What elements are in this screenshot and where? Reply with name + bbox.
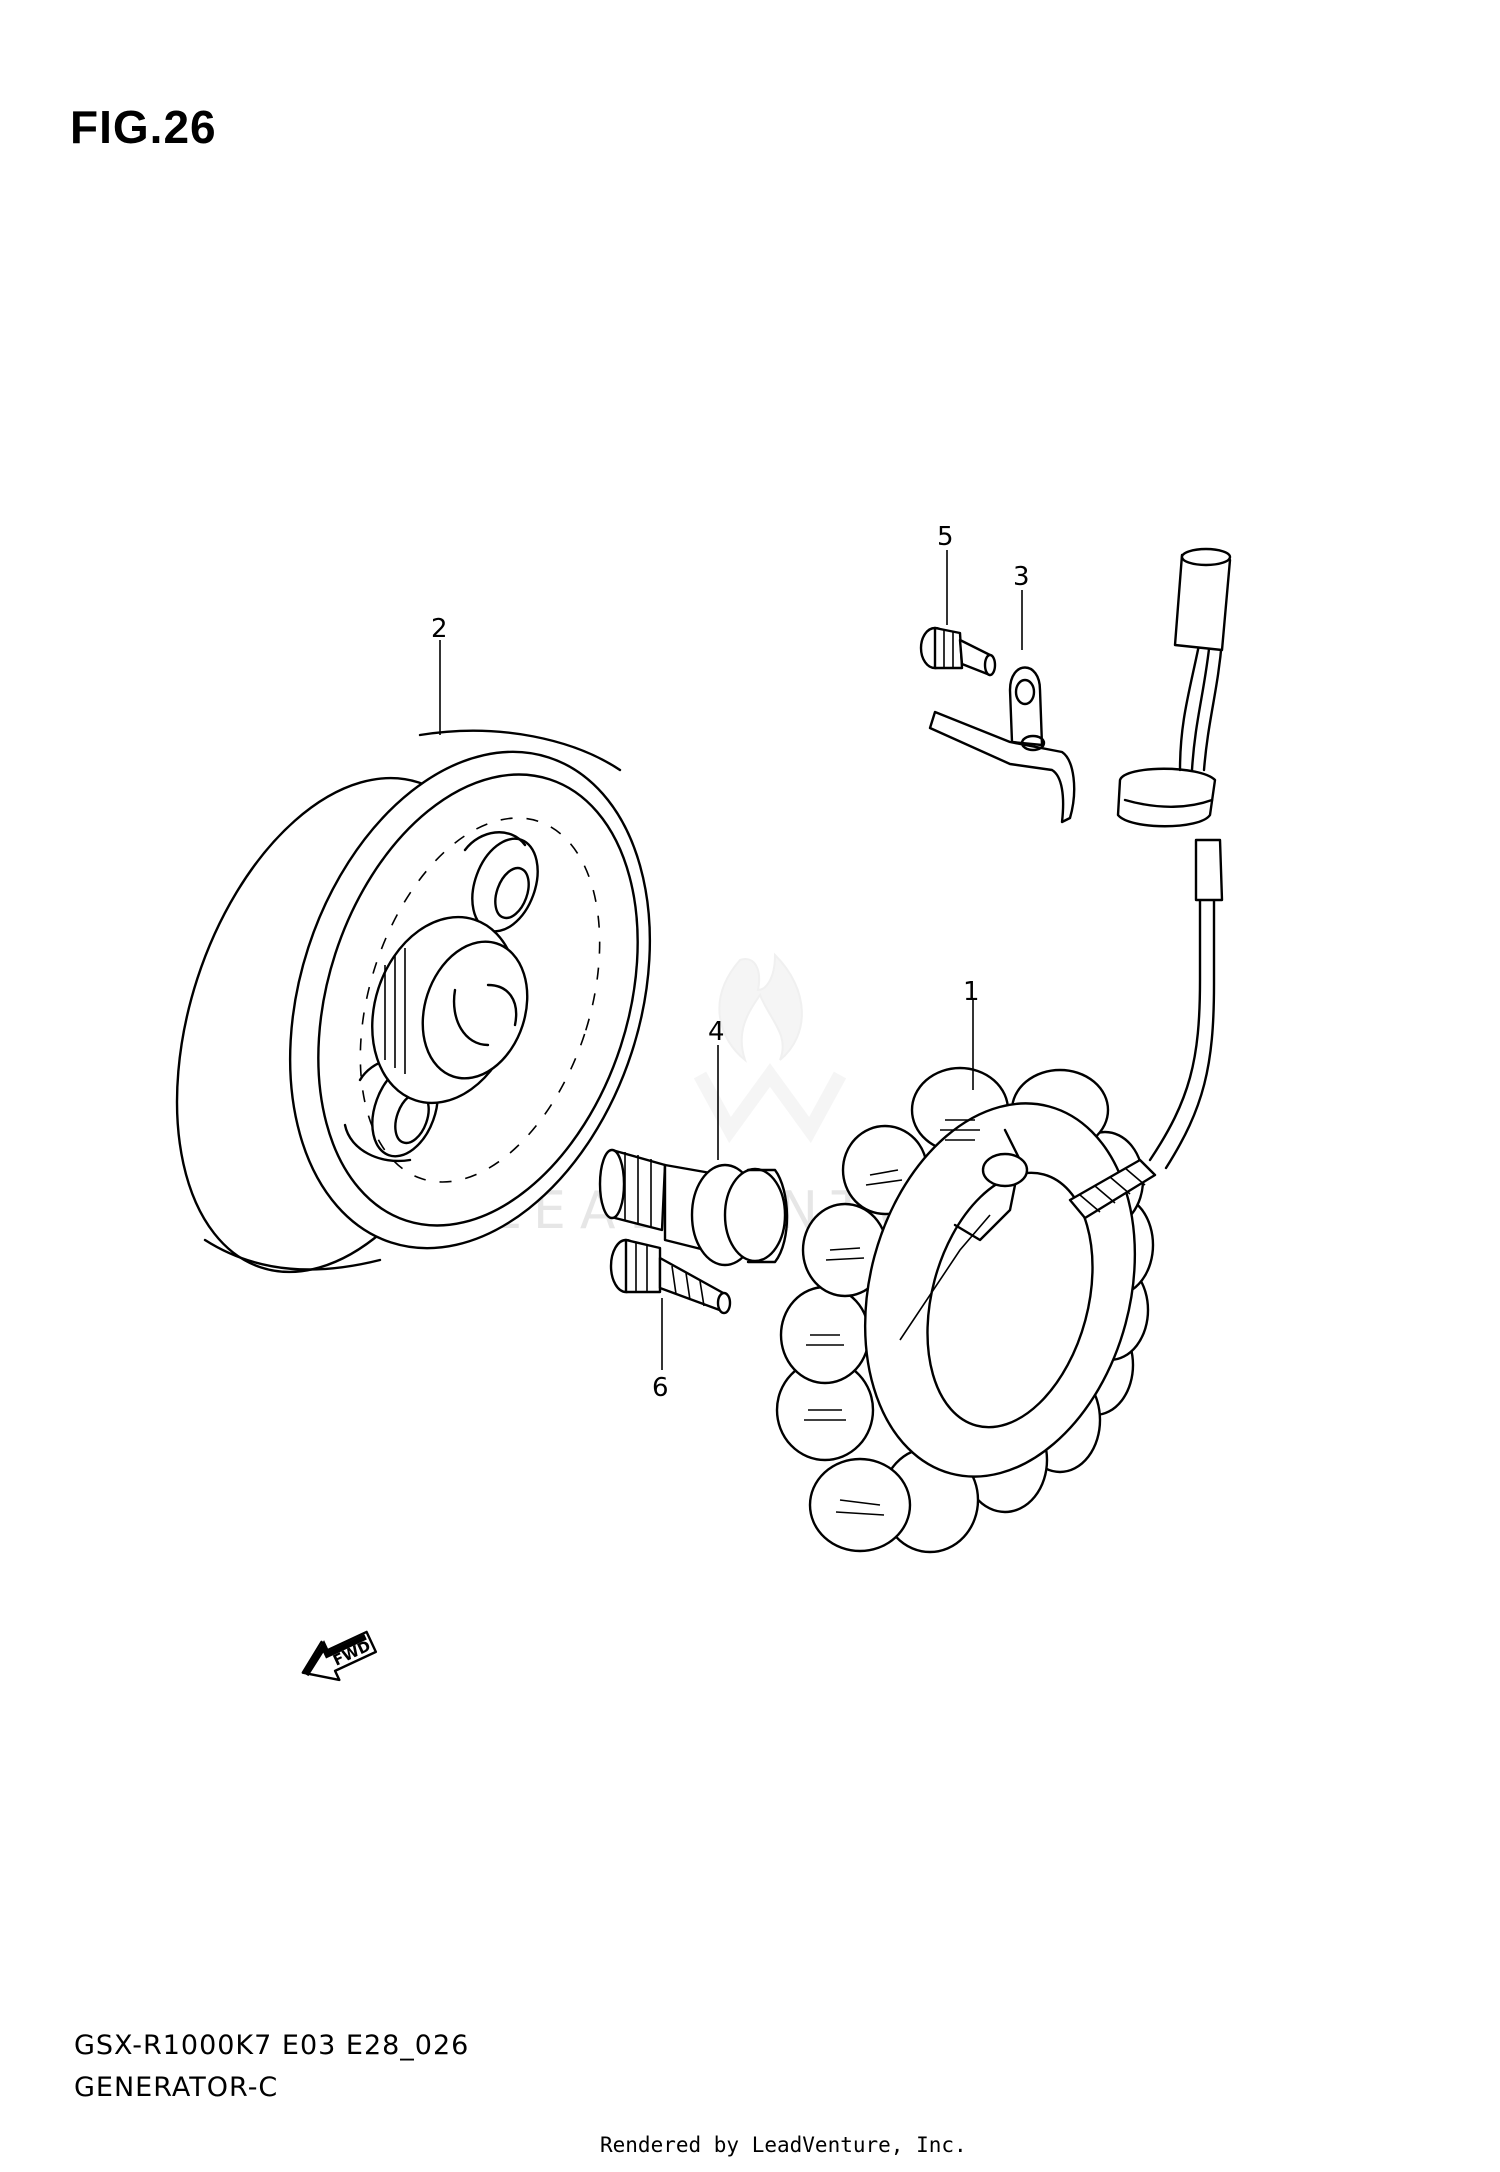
diagram-code: GSX-R1000K7 E03 E28_026 <box>74 2030 470 2061</box>
part-1-stator: 1 <box>775 977 1157 1554</box>
part-5-clamp-screw: 5 <box>919 522 997 677</box>
diagram-name: GENERATOR-C <box>74 2072 279 2103</box>
part-4-rotor-bolt: 4 <box>598 1017 789 1267</box>
callout-2: 2 <box>431 614 448 644</box>
part-3-clamp: 3 <box>928 562 1076 824</box>
forward-arrow-icon: FWD <box>301 1630 378 1682</box>
callout-1: 1 <box>963 977 980 1007</box>
part-2-rotor: 2 <box>175 614 652 1274</box>
flame-logo-icon <box>693 952 847 1144</box>
callout-3: 3 <box>1013 562 1030 592</box>
callout-6: 6 <box>652 1373 669 1403</box>
callout-4: 4 <box>708 1017 725 1047</box>
figure-title: FIG.26 <box>70 101 217 153</box>
stator-wire-harness <box>1116 547 1232 1170</box>
callout-5: 5 <box>937 522 954 552</box>
render-credit: Rendered by LeadVenture, Inc. <box>600 2133 967 2157</box>
part-6-stator-screw: 6 <box>609 1238 732 1403</box>
